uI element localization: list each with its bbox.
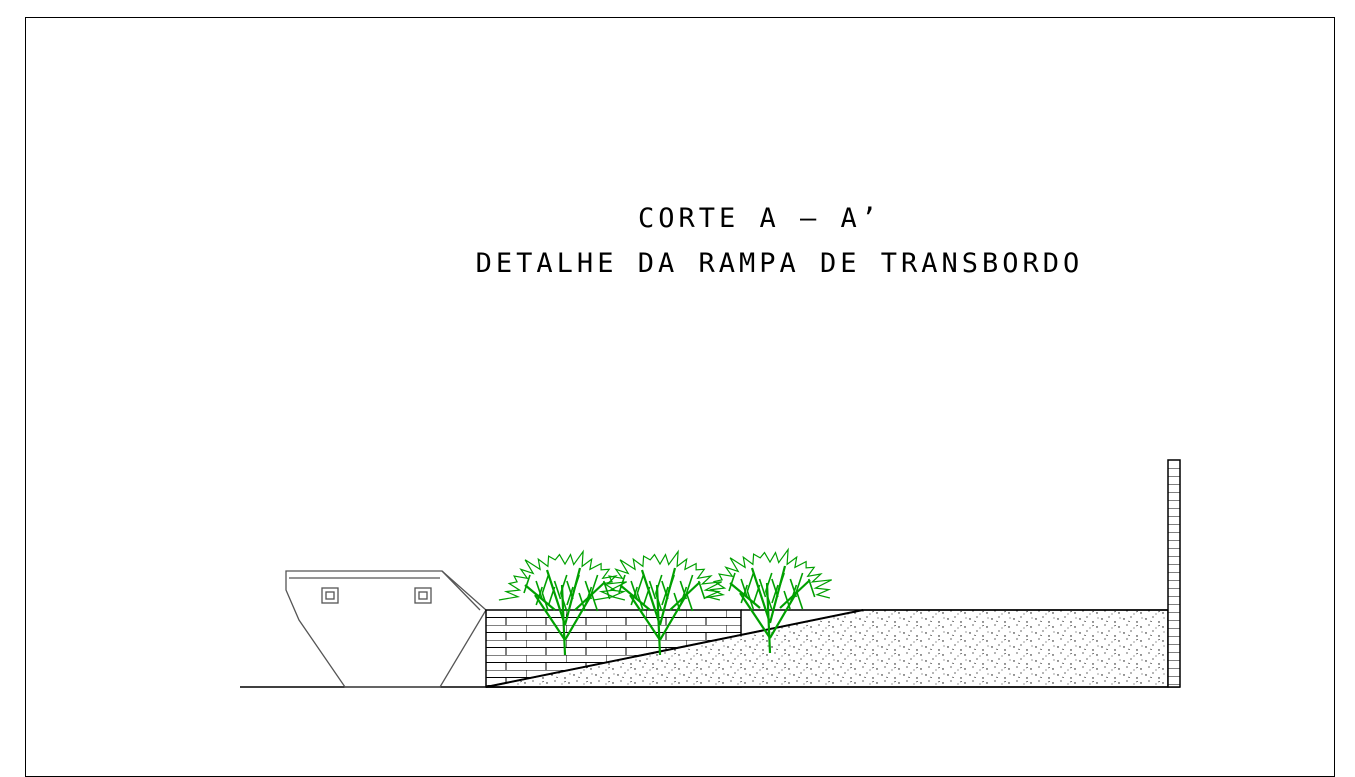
shrub-icon [703,547,832,654]
end-wall [1167,459,1181,688]
shrub-icon [498,549,627,656]
ramp-slope-line [485,609,864,688]
vegetation [498,547,832,656]
shrub-icon [593,549,722,656]
section-drawing [240,459,1181,688]
drawing-sheet: CORTE A — A’ DETALHE DA RAMPA DE TRANSBO… [25,17,1335,777]
section-title: CORTE A — A’ [637,203,882,234]
waste-container [285,570,487,688]
detail-subtitle: DETALHE DA RAMPA DE TRANSBORDO [475,248,1084,279]
